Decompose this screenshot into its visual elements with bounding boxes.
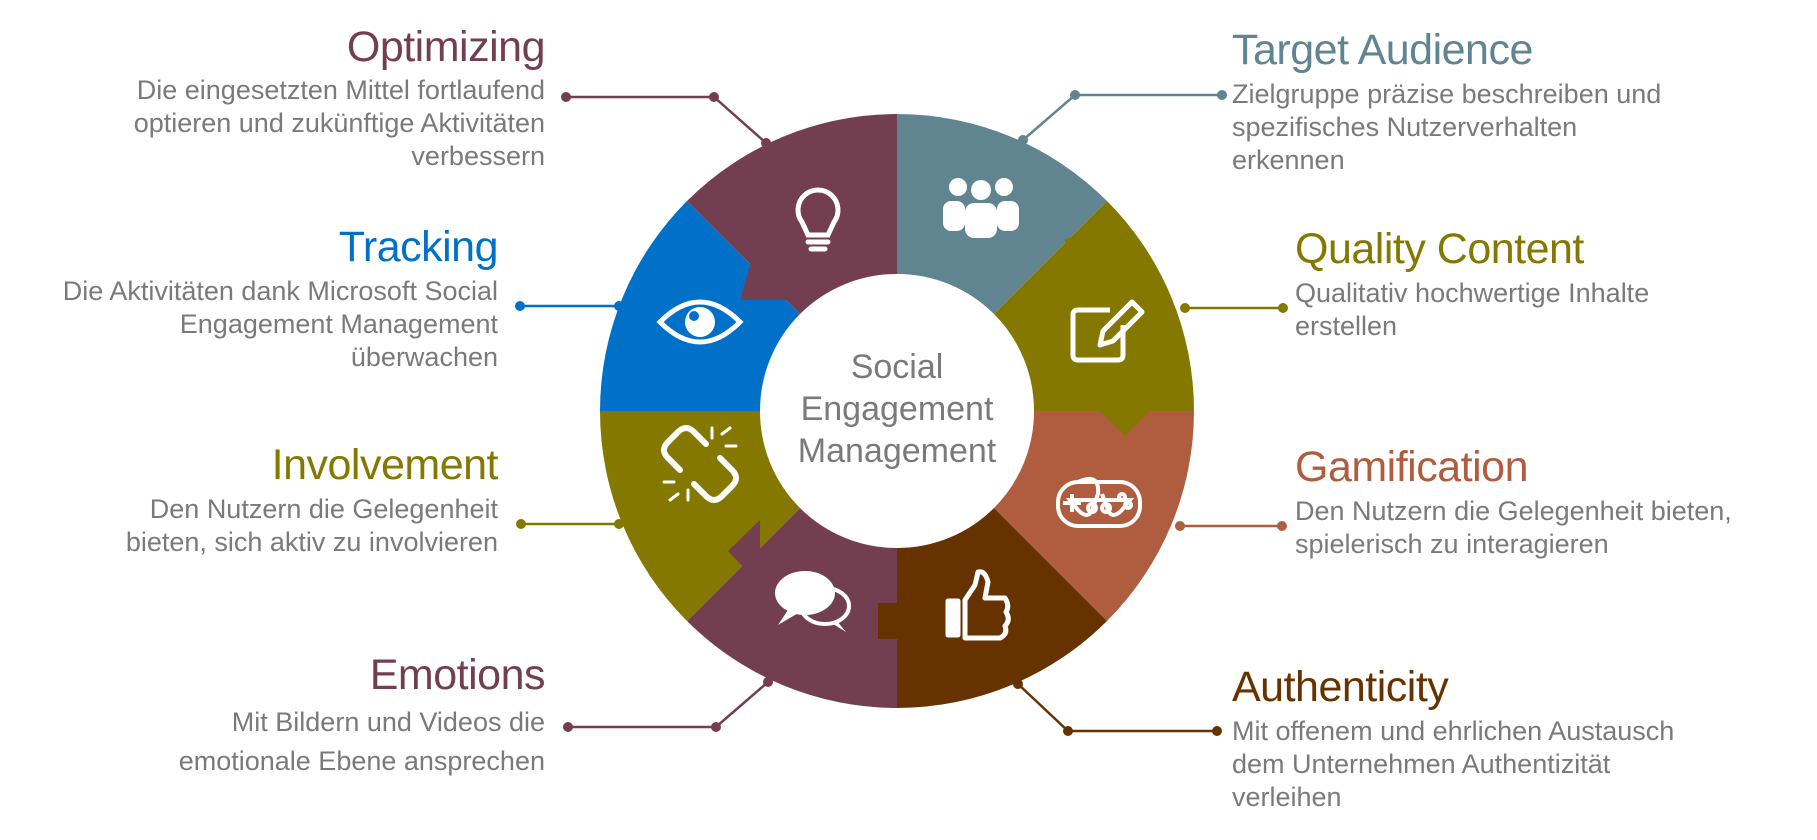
desc-involvement: Den Nutzern die Gelegenheit bieten, sich…	[0, 493, 498, 559]
center-line-1: Social	[851, 348, 944, 386]
desc-line: Mit Bildern und Videos die	[231, 707, 545, 737]
label-authenticity: Authenticity Mit offenem und ehrlichen A…	[1232, 662, 1752, 814]
desc-target-audience: Zielgruppe präzise beschreiben und spezi…	[1232, 78, 1752, 177]
segment-gamification	[994, 411, 1194, 621]
puzzle-tab-emotions	[728, 520, 760, 585]
desc-line: Engagement Management	[179, 309, 498, 339]
puzzle-tab-quality	[1064, 226, 1112, 274]
label-tracking: Tracking Die Aktivitäten dank Microsoft …	[0, 222, 499, 374]
segment-authenticity	[897, 508, 1107, 708]
desc-line: Mit offenem und ehrlichen Austausch	[1232, 716, 1675, 746]
desc-line: erstellen	[1295, 311, 1398, 341]
puzzle-tab-optimizing	[740, 232, 790, 300]
connector-target	[1018, 90, 1227, 145]
puzzle-tab-quality-bottom	[1100, 411, 1150, 436]
connector-authenticity	[1013, 679, 1222, 736]
desc-tracking: Die Aktivitäten dank Microsoft Social En…	[0, 275, 498, 374]
edit-pencil-icon	[1070, 299, 1145, 363]
title-involvement: Involvement	[271, 441, 499, 489]
title-emotions: Emotions	[369, 651, 546, 699]
desc-line: Die eingesetzten Mittel fortlaufend	[136, 75, 545, 105]
desc-line: Den Nutzern die Gelegenheit bieten,	[1295, 496, 1732, 526]
desc-line: Zielgruppe präzise beschreiben und	[1232, 79, 1662, 109]
desc-line: dem Unternehmen Authentizität	[1232, 749, 1611, 779]
title-optimizing: Optimizing	[346, 23, 546, 71]
desc-line: verbessern	[411, 141, 545, 171]
desc-quality-content: Qualitativ hochwertige Inhalte erstellen	[1295, 277, 1795, 343]
center-line-2: Engagement	[801, 390, 994, 428]
center-circle	[764, 278, 1030, 544]
label-gamification: Gamification Den Nutzern die Gelegenheit…	[1295, 442, 1805, 561]
label-involvement: Involvement Den Nutzern die Gelegenheit …	[0, 440, 499, 559]
segment-tracking	[600, 201, 800, 411]
desc-line: spielerisch zu interagieren	[1295, 529, 1609, 559]
desc-line: spezifisches Nutzerverhalten	[1232, 112, 1578, 142]
segment-involvement	[600, 411, 800, 621]
puzzle-tab-tracking	[645, 386, 700, 411]
segment-quality	[994, 201, 1194, 411]
gamepad-icon	[1056, 477, 1142, 528]
desc-emotions: Mit Bildern und Videos die emotionale Eb…	[25, 703, 545, 781]
center-line-3: Management	[798, 432, 997, 470]
desc-line: erkennen	[1232, 145, 1345, 175]
connector-tracking	[515, 301, 624, 311]
title-tracking: Tracking	[338, 223, 499, 271]
desc-line: optieren und zukünftige Aktivitäten	[133, 108, 545, 138]
chat-bubbles-icon	[775, 571, 851, 632]
desc-line: emotionale Ebene ansprechen	[178, 746, 545, 776]
thumbs-up-icon	[945, 569, 1011, 641]
eye-icon	[656, 299, 744, 345]
title-quality-content: Quality Content	[1295, 225, 1584, 273]
people-group-icon	[943, 178, 1019, 238]
desc-line: Den Nutzern die Gelegenheit	[149, 494, 498, 524]
label-quality-content: Quality Content Qualitativ hochwertige I…	[1295, 224, 1795, 343]
desc-line: überwachen	[350, 342, 498, 372]
label-optimizing: Optimizing Die eingesetzten Mittel fortl…	[25, 22, 546, 173]
desc-line: Die Aktivitäten dank Microsoft Social	[62, 276, 498, 306]
puzzle-tab-authenticity	[878, 603, 922, 639]
connector-optimizing	[561, 92, 771, 148]
connector-gamification	[1175, 521, 1287, 531]
desc-gamification: Den Nutzern die Gelegenheit bieten, spie…	[1295, 495, 1805, 561]
connector-emotions	[563, 677, 773, 732]
desc-line: Qualitativ hochwertige Inhalte	[1295, 278, 1650, 308]
label-target-audience: Target Audience Zielgruppe präzise besch…	[1232, 25, 1752, 177]
broken-link-icon	[661, 425, 739, 503]
title-authenticity: Authenticity	[1232, 663, 1449, 711]
desc-optimizing: Die eingesetzten Mittel fortlaufend opti…	[25, 74, 545, 173]
title-target-audience: Target Audience	[1232, 26, 1533, 74]
desc-line: bieten, sich aktiv zu involvieren	[125, 527, 498, 557]
connector-quality	[1180, 303, 1288, 313]
connector-involvement	[516, 519, 624, 529]
title-gamification: Gamification	[1295, 443, 1528, 491]
segment-optimizing	[687, 114, 897, 314]
desc-authenticity: Mit offenem und ehrlichen Austausch dem …	[1232, 715, 1752, 814]
label-emotions: Emotions Mit Bildern und Videos die emot…	[25, 650, 546, 781]
desc-line: verleihen	[1232, 782, 1342, 812]
lightbulb-icon	[795, 187, 841, 252]
